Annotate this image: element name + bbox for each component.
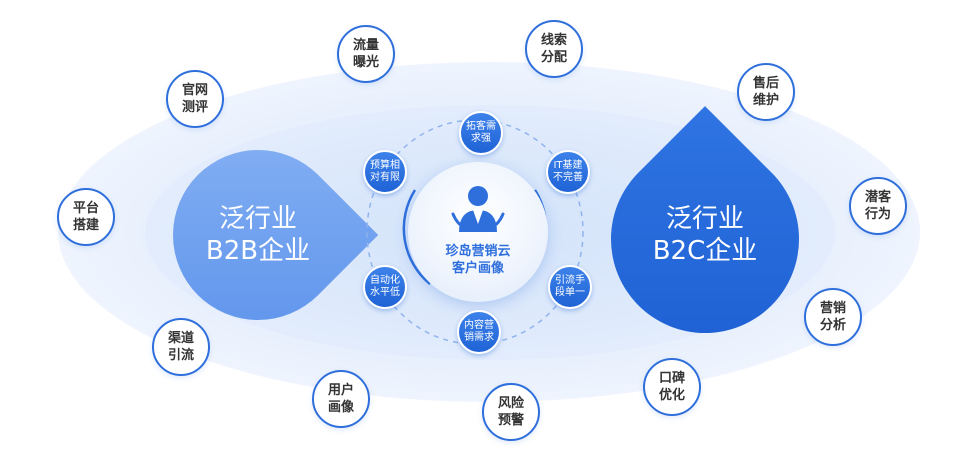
capability-pingtai: 平台搭建 [57, 188, 115, 246]
b2c-label: 泛行业 B2C企业 [635, 203, 775, 267]
pain-point-text: 引流手段单一 [555, 275, 585, 298]
center-label: 珍岛营销云 客户画像 [418, 243, 538, 277]
center-label-line1: 珍岛营销云 [445, 244, 511, 259]
b2c-label-line2: B2C企业 [652, 236, 758, 266]
capability-shouhou: 售后维护 [737, 63, 795, 121]
capability-text: 风险预警 [497, 396, 524, 428]
pain-point-lower-right: 引流手段单一 [548, 265, 592, 309]
capability-text: 潜客行为 [864, 190, 891, 222]
b2b-label: 泛行业 B2B企业 [193, 203, 323, 267]
capability-text: 渠道引流 [167, 331, 194, 363]
pain-point-lower-left: 自动化水平低 [363, 265, 407, 309]
capability-koubei: 口碑优化 [643, 358, 701, 416]
pain-point-text: 拓客需求强 [466, 121, 496, 144]
capability-liuliang: 流量曝光 [337, 25, 395, 83]
b2c-label-line1: 泛行业 [665, 204, 744, 234]
customer-person-icon [451, 186, 505, 232]
b2b-label-line2: B2B企业 [205, 236, 311, 266]
center-label-line2: 客户画像 [451, 261, 504, 276]
pain-point-text: 内容营销需求 [464, 320, 494, 343]
capability-qudao: 渠道引流 [152, 318, 210, 376]
capability-text: 售后维护 [752, 76, 779, 108]
pain-point-upper-left: 预算相对有限 [363, 150, 407, 194]
pain-point-upper-right: IT基建不完善 [546, 150, 590, 194]
capability-text: 流量曝光 [352, 38, 379, 70]
capability-fengxian: 风险预警 [482, 383, 540, 441]
capability-qianke: 潜客行为 [849, 177, 907, 235]
pain-point-bottom: 内容营销需求 [457, 310, 501, 354]
capability-yonghu: 用户画像 [312, 370, 370, 428]
capability-xiansuo: 线索分配 [525, 20, 583, 78]
capability-text: 用户画像 [327, 383, 354, 415]
capability-text: 平台搭建 [72, 201, 99, 233]
capability-guanwang: 官网测评 [166, 70, 224, 128]
pain-point-text: 预算相对有限 [370, 160, 400, 183]
pain-point-text: IT基建不完善 [553, 160, 583, 183]
b2b-label-line1: 泛行业 [218, 204, 297, 234]
pain-point-top: 拓客需求强 [459, 111, 503, 155]
pain-point-text: 自动化水平低 [370, 275, 400, 298]
capability-yingxiao: 营销分析 [804, 288, 862, 346]
capability-text: 口碑优化 [658, 371, 685, 403]
capability-text: 线索分配 [540, 33, 567, 65]
capability-text: 营销分析 [819, 301, 846, 333]
capability-text: 官网测评 [181, 83, 208, 115]
